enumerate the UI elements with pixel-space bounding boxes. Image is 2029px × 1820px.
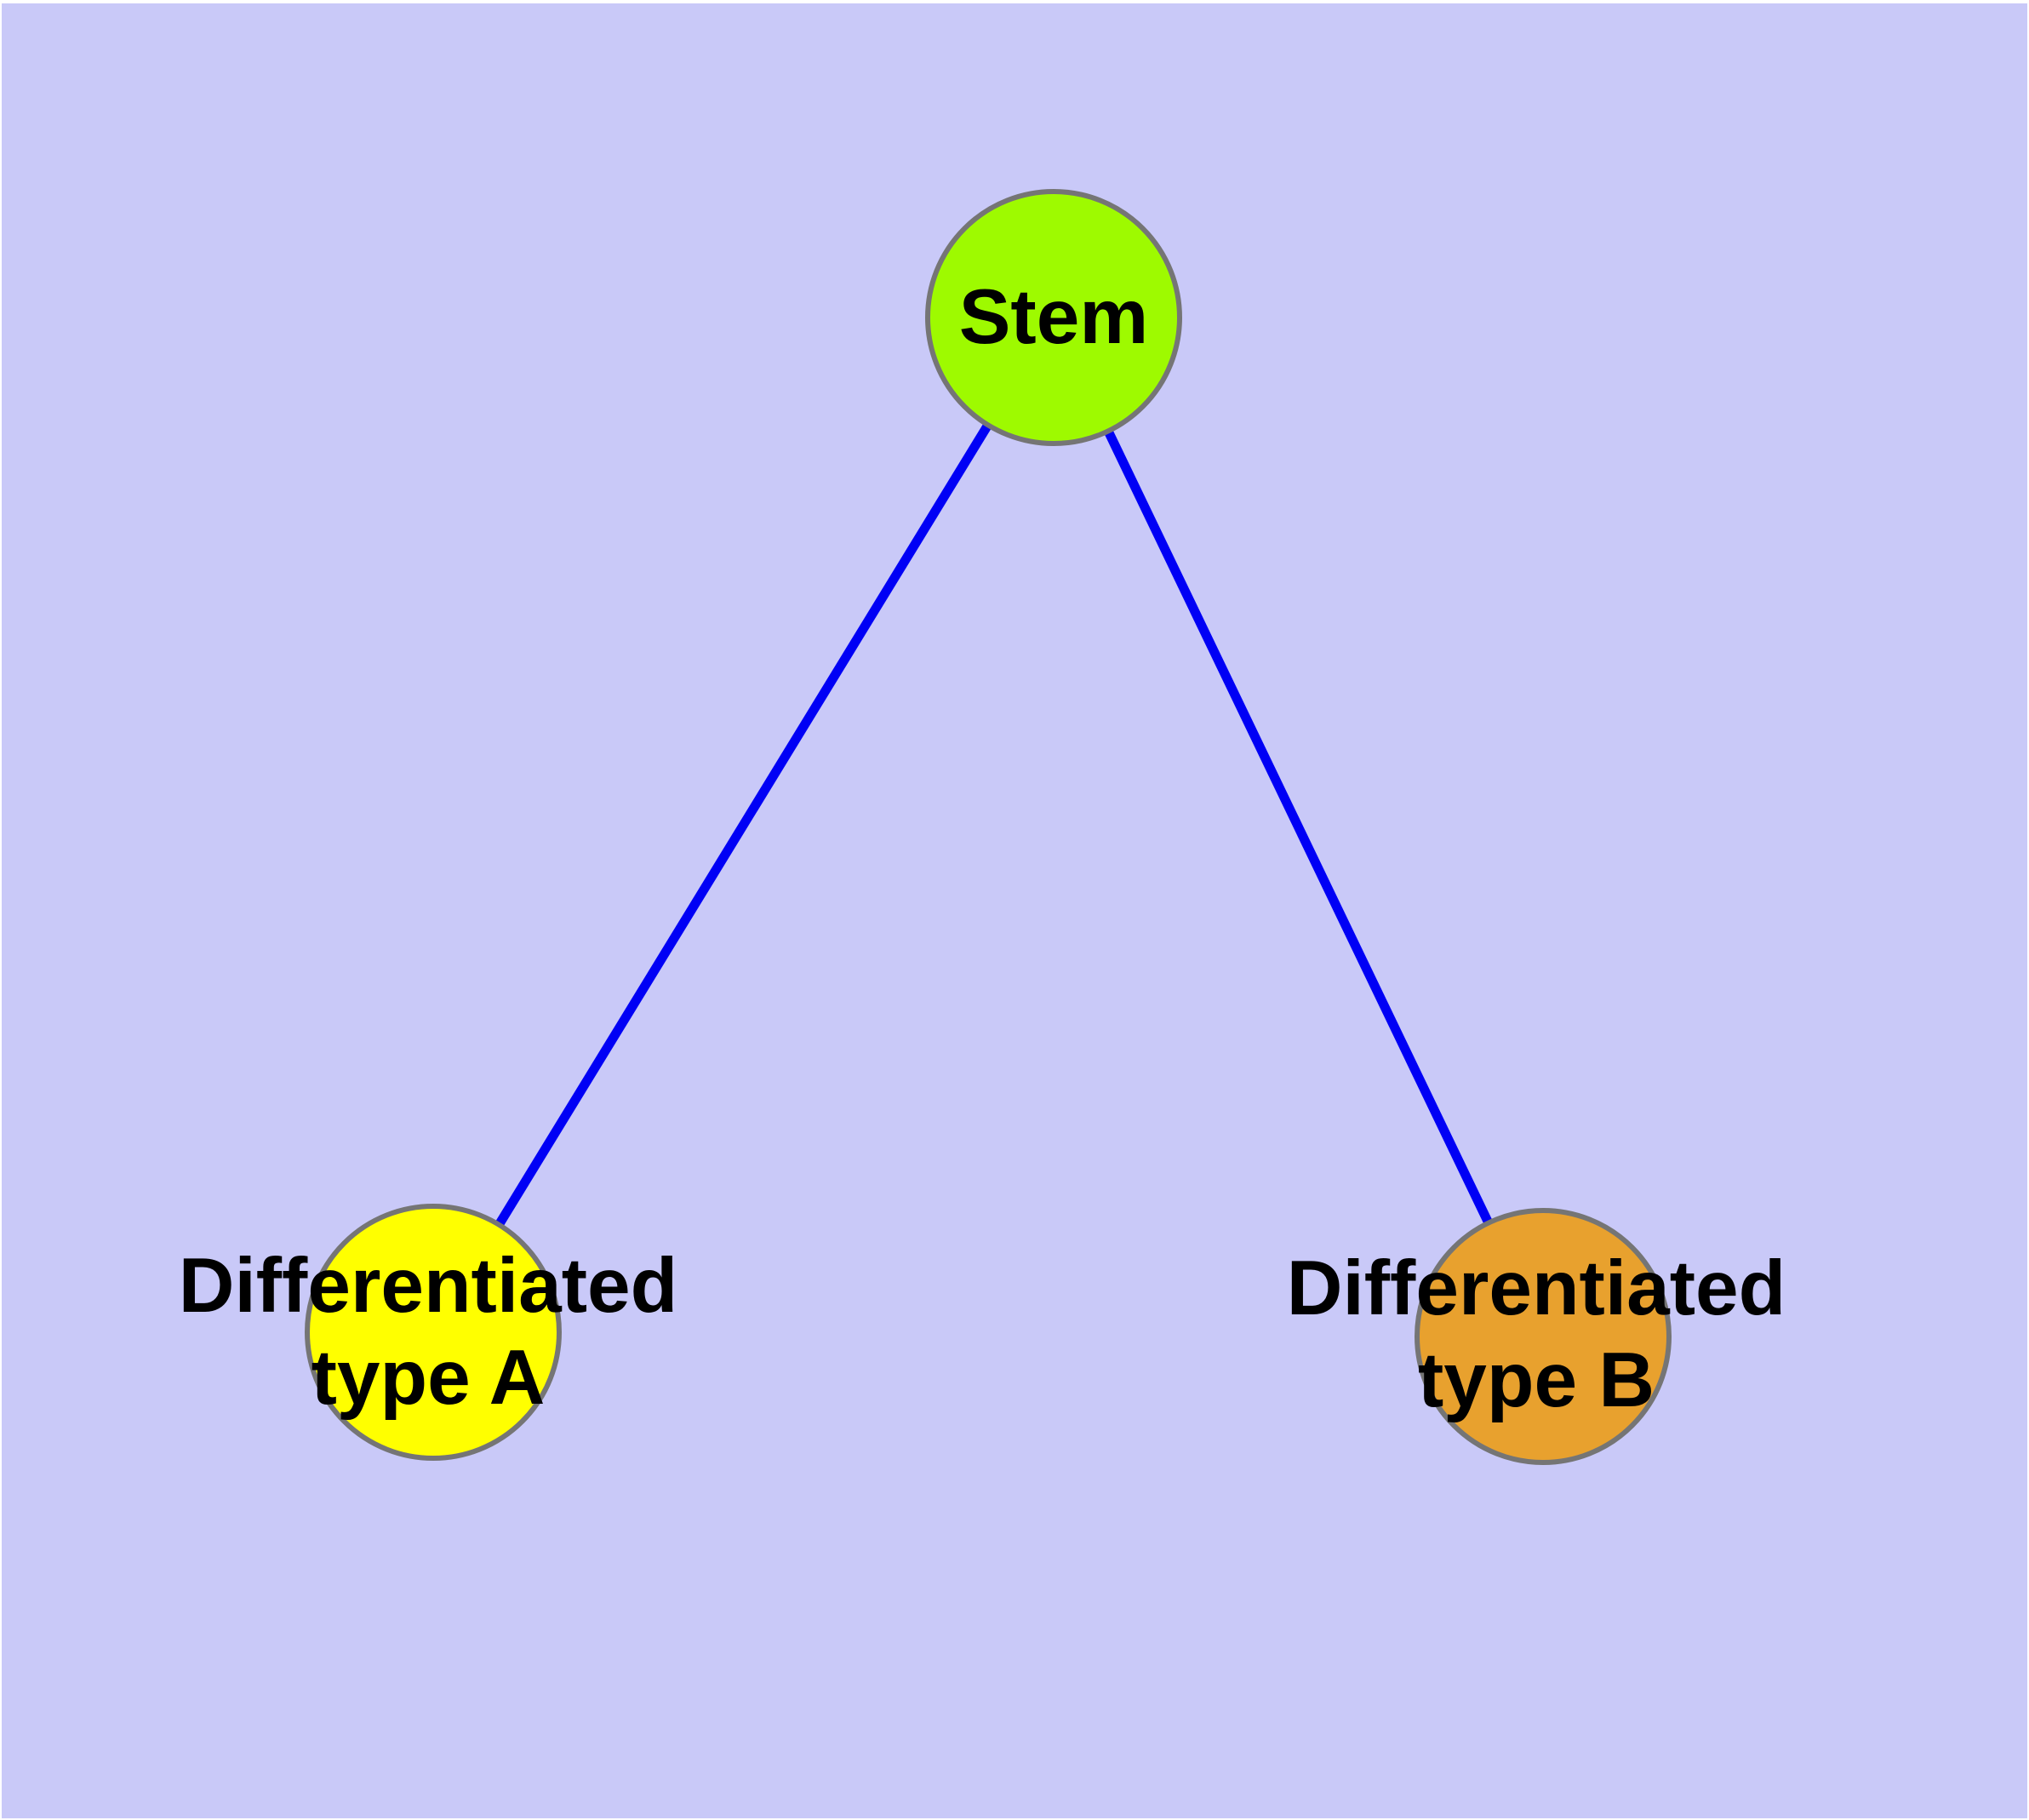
- node-stem-label: Stem: [958, 274, 1149, 360]
- node-type-b-circle: [1415, 1208, 1672, 1465]
- node-type-a-circle: [305, 1204, 562, 1461]
- node-stem-circle: [925, 189, 1182, 446]
- edge-stem-to-type-b: [1049, 315, 1547, 1339]
- node-type-a-label: Differentiated type A: [178, 1243, 678, 1421]
- nodes-layer: [305, 189, 1672, 1465]
- edges-layer: [429, 315, 1547, 1339]
- edge-stem-to-type-a: [429, 315, 1058, 1335]
- node-type-b-label: Differentiated type B: [1286, 1245, 1786, 1423]
